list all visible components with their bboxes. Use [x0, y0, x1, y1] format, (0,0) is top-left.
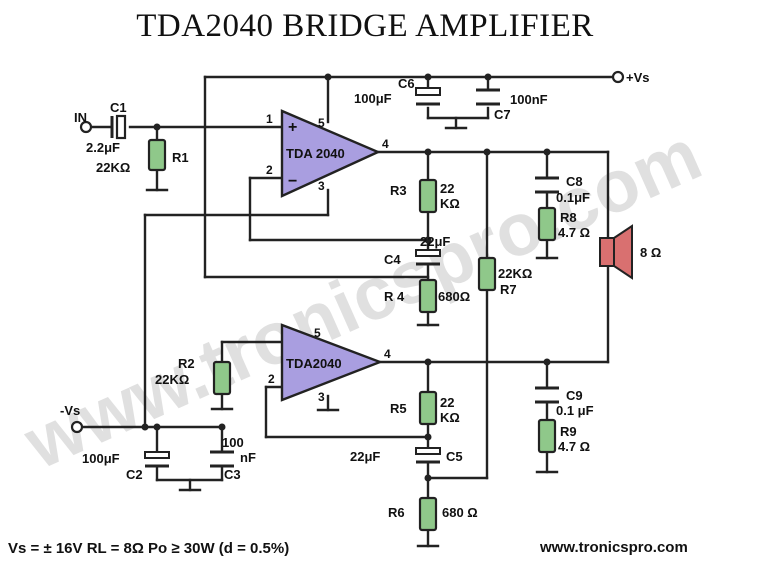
- r5-name: R5: [390, 401, 407, 416]
- c6-capacitor: [415, 87, 441, 106]
- r9-resistor: [537, 418, 557, 454]
- neg-supply-terminal: [70, 420, 84, 434]
- c2-name: C2: [126, 467, 143, 482]
- c1-capacitor: [110, 114, 127, 140]
- speaker-icon: [599, 224, 633, 280]
- r8-value: 4.7 Ω: [558, 225, 590, 240]
- c8-name: C8: [566, 174, 583, 189]
- c4-capacitor: [415, 249, 441, 266]
- diagram-title: TDA2040 BRIDGE AMPLIFIER: [136, 8, 594, 44]
- pos-supply-terminal: [611, 70, 625, 84]
- u2-pin5: 5: [314, 326, 321, 340]
- r5-resistor: [418, 390, 438, 426]
- r6-resistor: [418, 496, 438, 532]
- u1-pin1: 1: [266, 112, 273, 126]
- c9-value: 0.1 μF: [556, 403, 594, 418]
- c5-value: 22μF: [350, 449, 380, 464]
- c5-name: C5: [446, 449, 463, 464]
- r1-name: R1: [172, 150, 189, 165]
- c8-value: 0.1μF: [556, 190, 590, 205]
- c7-value: 100nF: [510, 92, 548, 107]
- u1-pin5: 5: [318, 116, 325, 130]
- r1-resistor: [147, 138, 167, 172]
- c3-capacitor: [210, 450, 234, 468]
- c6-value: 100μF: [354, 91, 392, 106]
- u2-pin3: 3: [318, 390, 325, 404]
- r2-resistor: [212, 360, 232, 396]
- pos-supply-label: +Vs: [626, 70, 650, 85]
- c8-capacitor: [535, 176, 559, 194]
- r6-value: 680 Ω: [442, 505, 478, 520]
- speaker-value: 8 Ω: [640, 245, 661, 260]
- c3-value1: 100: [222, 435, 244, 450]
- r3-name: R3: [390, 183, 407, 198]
- r7-value: 22KΩ: [498, 266, 532, 281]
- r5-value2: KΩ: [440, 410, 460, 425]
- r7-resistor: [477, 256, 497, 292]
- r8-name: R8: [560, 210, 577, 225]
- junctions: [141, 73, 551, 482]
- c7-capacitor: [476, 88, 500, 106]
- r9-value: 4.7 Ω: [558, 439, 590, 454]
- wiring: [80, 75, 614, 548]
- u1-plus-sign: +: [288, 119, 297, 136]
- c1-name: C1: [110, 100, 127, 115]
- u2-amplifier: [280, 323, 384, 402]
- c6-name: C6: [398, 76, 415, 91]
- c2-value: 100μF: [82, 451, 120, 466]
- c9-capacitor: [535, 386, 559, 404]
- r7-name: R7: [500, 282, 517, 297]
- c4-name: C4: [384, 252, 401, 267]
- r2-value: 22KΩ: [155, 372, 189, 387]
- c3-name: C3: [224, 467, 241, 482]
- c5-capacitor: [415, 447, 441, 464]
- r4-resistor: [418, 278, 438, 314]
- u1-pin4: 4: [382, 137, 389, 151]
- r2-name: R2: [178, 356, 195, 371]
- c4-value: 22μF: [420, 234, 450, 249]
- u1-chip-label: TDA 2040: [286, 146, 345, 161]
- website-url: www.tronicspro.com: [540, 539, 688, 556]
- r1-value: 22KΩ: [96, 160, 130, 175]
- r4-name: R 4: [384, 289, 405, 304]
- c9-name: C9: [566, 388, 583, 403]
- r6-name: R6: [388, 505, 405, 520]
- r4-value: 680Ω: [438, 289, 470, 304]
- r8-resistor: [537, 206, 557, 242]
- u2-pin2: 2: [268, 372, 275, 386]
- input-terminal: [79, 120, 93, 134]
- r5-value1: 22: [440, 395, 454, 410]
- r3-value2: KΩ: [440, 196, 460, 211]
- c1-value: 2.2μF: [86, 140, 120, 155]
- u1-pin3: 3: [318, 179, 325, 193]
- u1-minus-sign: −: [288, 173, 297, 190]
- u2-pin4: 4: [384, 347, 391, 361]
- r3-value1: 22: [440, 181, 454, 196]
- u2-chip-label: TDA2040: [286, 356, 342, 371]
- specifications: Vs = ± 16V RL = 8Ω Po ≥ 30W (d = 0.5%): [8, 540, 290, 557]
- c7-name: C7: [494, 107, 511, 122]
- r9-name: R9: [560, 424, 577, 439]
- u1-amplifier: [280, 109, 381, 198]
- input-label: IN: [74, 110, 87, 125]
- u1-pin2: 2: [266, 163, 273, 177]
- neg-supply-label: -Vs: [60, 403, 80, 418]
- c3-value2: nF: [240, 450, 256, 465]
- c2-capacitor: [144, 451, 170, 468]
- r3-resistor: [418, 178, 438, 214]
